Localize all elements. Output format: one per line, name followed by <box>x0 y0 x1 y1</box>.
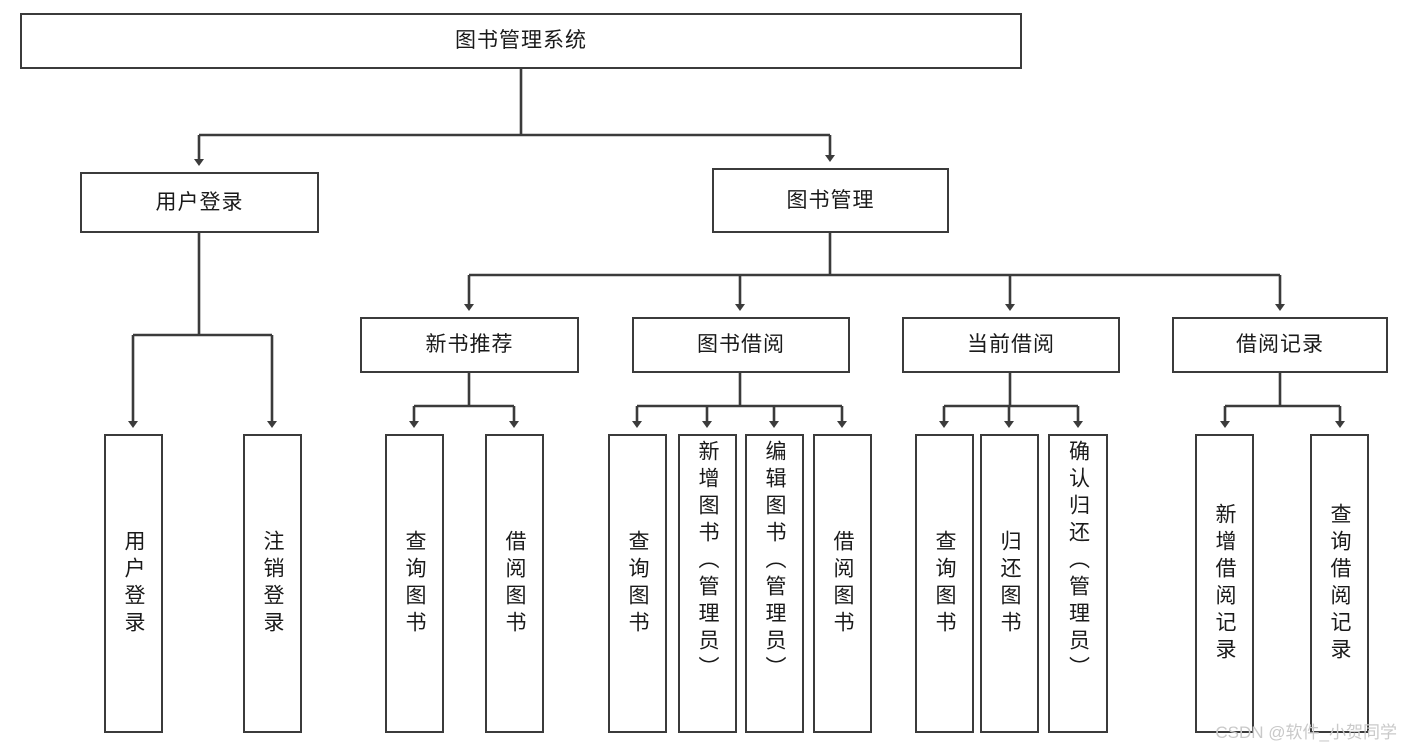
leaf-confirm-return-admin[interactable]: 确认归还（管理员） <box>1048 434 1108 733</box>
leaf-edit-book-admin[interactable]: 编辑图书（管理员） <box>745 434 804 733</box>
node-label: 新书推荐 <box>425 333 514 357</box>
node-label: 新增图书（管理员） <box>696 440 719 683</box>
leaf-user-login[interactable]: 用户登录 <box>104 434 163 733</box>
node-label: 图书借阅 <box>697 333 785 357</box>
node-label: 确认归还（管理员） <box>1066 440 1090 683</box>
node-label: 新增借阅记录 <box>1213 502 1236 665</box>
node-label: 归还图书 <box>998 529 1021 638</box>
leaf-borrow-book[interactable]: 借阅图书 <box>813 434 872 733</box>
leaf-query-book-recommend[interactable]: 查询图书 <box>385 434 444 733</box>
node-book-borrow[interactable]: 图书借阅 <box>632 317 850 373</box>
node-new-book-recommend[interactable]: 新书推荐 <box>360 317 579 373</box>
node-borrow-records[interactable]: 借阅记录 <box>1172 317 1388 373</box>
node-book-management[interactable]: 图书管理 <box>712 168 949 233</box>
node-label: 当前借阅 <box>967 333 1055 357</box>
leaf-query-borrow-record[interactable]: 查询借阅记录 <box>1310 434 1369 733</box>
node-label: 查询图书 <box>626 529 649 638</box>
node-label: 图书管理系统 <box>455 29 587 53</box>
node-label: 图书管理 <box>786 188 875 212</box>
node-label: 注销登录 <box>261 529 284 638</box>
leaf-add-book-admin[interactable]: 新增图书（管理员） <box>678 434 737 733</box>
leaf-return-book[interactable]: 归还图书 <box>980 434 1039 733</box>
node-label: 用户登录 <box>155 190 244 214</box>
node-label: 查询图书 <box>403 529 426 638</box>
node-user-login[interactable]: 用户登录 <box>80 172 319 233</box>
node-label: 借阅图书 <box>831 529 854 638</box>
node-label: 借阅记录 <box>1236 333 1324 357</box>
leaf-logout[interactable]: 注销登录 <box>243 434 302 733</box>
leaf-add-borrow-record[interactable]: 新增借阅记录 <box>1195 434 1254 733</box>
node-current-borrow[interactable]: 当前借阅 <box>902 317 1120 373</box>
node-label: 编辑图书（管理员） <box>763 440 786 683</box>
node-label: 用户登录 <box>122 529 145 638</box>
node-label: 借阅图书 <box>503 529 526 638</box>
node-label: 查询借阅记录 <box>1328 502 1351 665</box>
leaf-borrow-book-recommend[interactable]: 借阅图书 <box>485 434 544 733</box>
leaf-query-book-current[interactable]: 查询图书 <box>915 434 974 733</box>
node-label: 查询图书 <box>933 529 956 638</box>
leaf-query-book-borrow[interactable]: 查询图书 <box>608 434 667 733</box>
watermark-text: CSDN @软件_小贺同学 <box>1215 723 1397 742</box>
node-root-system[interactable]: 图书管理系统 <box>20 13 1022 69</box>
